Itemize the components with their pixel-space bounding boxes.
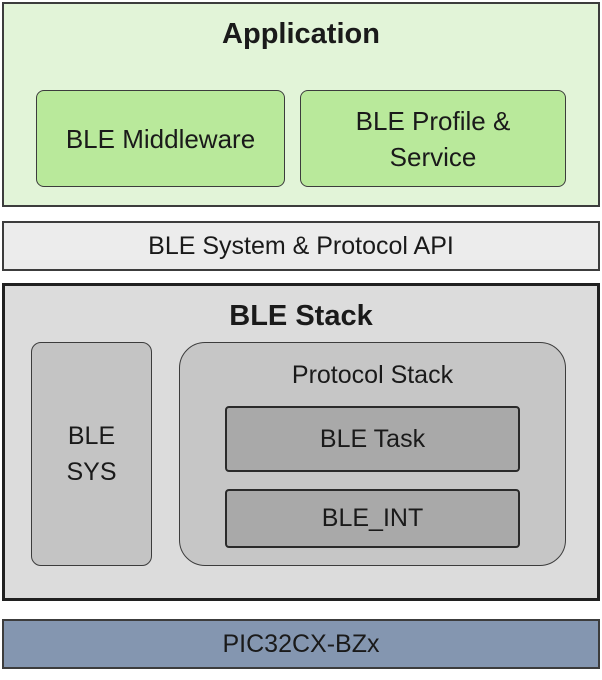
- ble-task-label: BLE Task: [319, 424, 426, 453]
- hardware-layer: PIC32CX-BZx: [2, 619, 600, 669]
- ble-profile-label-line1: BLE Profile &: [355, 105, 511, 136]
- ble-middleware-label: BLE Middleware: [65, 123, 256, 154]
- ble-system-protocol-api-layer: BLE System & Protocol API: [2, 221, 600, 271]
- ble-task-block: BLE Task: [225, 406, 520, 472]
- application-title: Application: [222, 18, 380, 50]
- ble-middleware-block: BLE Middleware: [36, 90, 285, 187]
- ble-sys-label-line2: SYS: [66, 458, 117, 486]
- api-label: BLE System & Protocol API: [148, 231, 454, 260]
- ble-profile-label-line2: Service: [389, 141, 477, 172]
- ble-int-block: BLE_INT: [225, 489, 520, 548]
- ble-int-label: BLE_INT: [321, 504, 424, 532]
- ble-profile-service-block: BLE Profile & Service: [300, 90, 566, 187]
- ble-sys-block: BLE SYS: [31, 342, 152, 566]
- protocol-stack-label: Protocol Stack: [291, 361, 454, 389]
- ble-sys-label-line1: BLE: [67, 422, 116, 450]
- hardware-label: PIC32CX-BZx: [222, 629, 380, 658]
- ble-stack-title: BLE Stack: [229, 300, 373, 332]
